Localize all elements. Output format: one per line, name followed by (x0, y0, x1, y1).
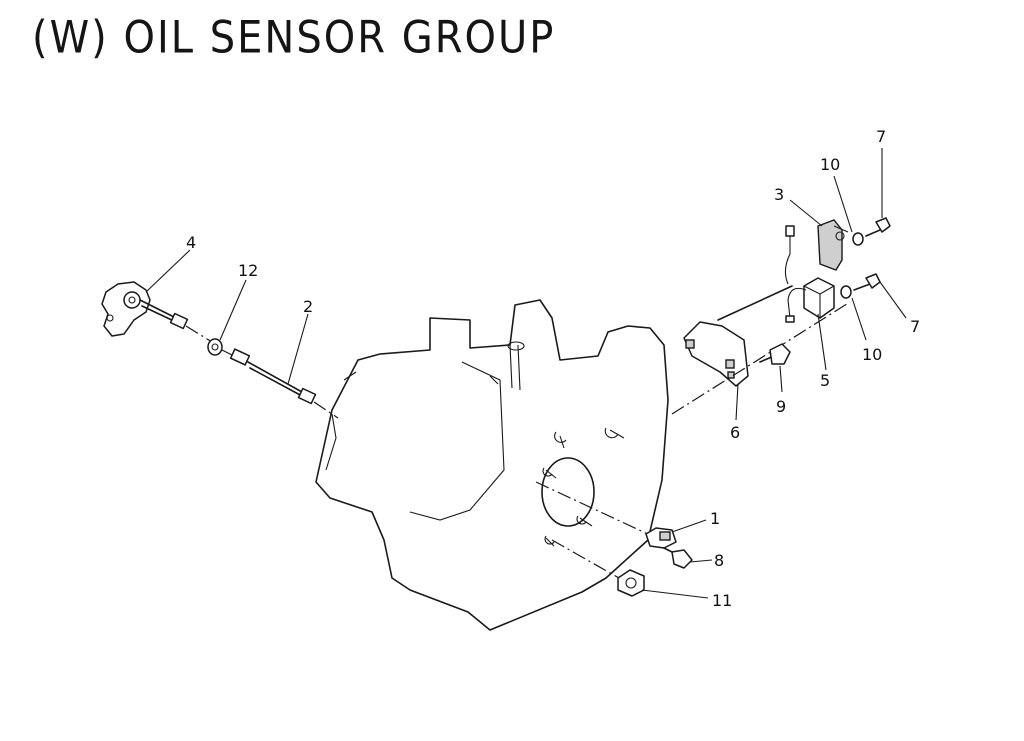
callout-12: 12 (238, 261, 258, 280)
bolt-8 (663, 547, 693, 569)
oil-sensor-assembly (101, 281, 189, 337)
page-title: (W) OIL SENSOR GROUP (32, 12, 556, 64)
callout-5: 5 (820, 371, 830, 390)
nut-11 (617, 569, 645, 597)
cover-3 (817, 219, 849, 271)
bracket-6 (683, 321, 749, 387)
callout-9: 9 (776, 397, 786, 416)
plug-9 (759, 343, 791, 365)
bolt-7-lower (853, 273, 881, 291)
bolt-7-upper (865, 217, 891, 237)
callout-10-upper: 10 (820, 155, 840, 174)
callout-7-lower: 7 (910, 317, 920, 336)
callout-3: 3 (774, 185, 784, 204)
washer-10-upper (852, 232, 864, 246)
leader-lines (145, 148, 907, 599)
callout-8: 8 (714, 551, 724, 570)
washer-10-lower (840, 285, 852, 299)
oil-level-switch-5 (784, 225, 835, 323)
callout-4: 4 (186, 233, 196, 252)
fitting-1 (645, 527, 677, 549)
callout-11: 11 (712, 591, 732, 610)
washer-12 (207, 338, 223, 356)
callout-10-lower: 10 (862, 345, 882, 364)
callout-1: 1 (710, 509, 720, 528)
callout-2: 2 (303, 297, 313, 316)
rod-2 (229, 348, 317, 405)
callout-6: 6 (730, 423, 740, 442)
callout-7-upper: 7 (876, 127, 886, 146)
engine-crankcase (315, 299, 669, 631)
